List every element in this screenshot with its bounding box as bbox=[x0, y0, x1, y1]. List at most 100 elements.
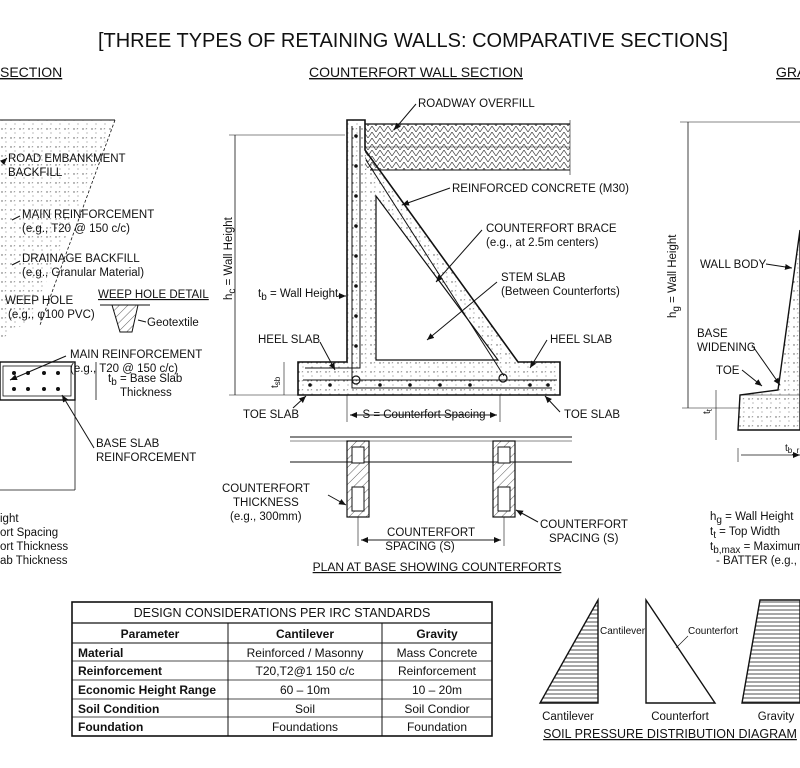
counterfort-tb-label: tb = Wall Height bbox=[258, 288, 339, 303]
pressure-inner-counterfort: Counterfort bbox=[688, 626, 738, 637]
pressure-caption-cantilever: Cantilever bbox=[542, 711, 594, 723]
drainage-backfill-eg: (e.g., Granular Material) bbox=[22, 267, 144, 279]
backfill-label: BACKFILL bbox=[8, 167, 63, 179]
table-cell: T20,T2@1 150 c/c bbox=[256, 664, 355, 678]
base-widening-label-2: WIDENING bbox=[697, 342, 756, 354]
design-table: DESIGN CONSIDERATIONS PER IRC STANDARDS … bbox=[71, 601, 493, 737]
plan-caption: PLAN AT BASE SHOWING COUNTERFORTS bbox=[313, 560, 562, 574]
pressure-inner-cantilever: Cantilever bbox=[600, 626, 646, 637]
counterfort-stem-rebar bbox=[351, 126, 552, 389]
table-row: Reinforcement T20,T2@1 150 c/c Reinforce… bbox=[78, 664, 477, 678]
table-cell: Material bbox=[78, 646, 123, 660]
pressure-caption-gravity: Gravity bbox=[758, 711, 795, 723]
counterfort-thickness-eg: (e.g., 300mm) bbox=[230, 511, 302, 523]
table-cell: Mass Concrete bbox=[397, 646, 478, 660]
pressure-diagram-title: SOIL PRESSURE DISTRIBUTION DIAGRAM bbox=[543, 727, 797, 741]
pressure-triangle-counterfort bbox=[645, 597, 717, 704]
cantilever-legend-4: ab Thickness bbox=[0, 555, 68, 567]
gravity-section-heading: GRA bbox=[776, 64, 800, 80]
roadway-overfill-label: ROADWAY OVERFILL bbox=[418, 98, 535, 110]
main-reinforcement-label-1: MAIN REINFORCEMENT bbox=[22, 209, 154, 221]
counterfort-section: hc = Wall Height tb = Wall Height tsb RO… bbox=[222, 98, 629, 574]
table-header-gravity: Gravity bbox=[416, 627, 458, 641]
cantilever-backfill-hatch bbox=[0, 120, 115, 340]
counterfort-thickness-label-2: THICKNESS bbox=[233, 497, 299, 509]
counterfort-tsb-label: tsb bbox=[270, 376, 282, 388]
weep-hole-detail-label: WEEP HOLE DETAIL bbox=[98, 289, 209, 301]
gravity-height-label: hg = Wall Height bbox=[667, 234, 682, 318]
stem-slab-eg: (Between Counterforts) bbox=[501, 286, 620, 298]
table-row: Soil Condition Soil Soil Condior bbox=[78, 702, 470, 716]
table-cell: 10 – 20m bbox=[412, 683, 462, 697]
reinforced-concrete-label: REINFORCED CONCRETE (M30) bbox=[452, 183, 629, 195]
table-cell: Foundations bbox=[272, 720, 338, 734]
table-header-cantilever: Cantilever bbox=[276, 627, 334, 641]
cantilever-section-heading: SECTION bbox=[0, 64, 62, 80]
road-embankment-label: ROAD EMBANKMENT bbox=[8, 153, 126, 165]
counterfort-spacing-right-label: COUNTERFORT bbox=[540, 519, 628, 531]
table-cell: Reinforced / Masonny bbox=[247, 646, 364, 660]
counterfort-rebar-dots bbox=[308, 134, 550, 387]
counterfort-thickness-label: COUNTERFORT bbox=[222, 483, 310, 495]
counterfort-height-label: hc = Wall Height bbox=[223, 216, 238, 300]
main-reinforcement-eg-1: (e.g., T20 @ 150 c/c) bbox=[22, 223, 130, 235]
table-cell: Economic Height Range bbox=[78, 683, 216, 697]
cantilever-legend-3: ort Thickness bbox=[0, 541, 68, 553]
base-slab-thickness-label-2: Thickness bbox=[120, 387, 172, 399]
counterfort-brace-label: COUNTERFORT BRACE bbox=[486, 223, 617, 235]
heel-slab-left-label: HEEL SLAB bbox=[258, 334, 321, 346]
weep-hole-detail bbox=[111, 304, 139, 333]
table-cell: Foundation bbox=[407, 720, 467, 734]
table-row: Foundation Foundations Foundation bbox=[78, 720, 467, 734]
counterfort-spacing-right-label-2: SPACING (S) bbox=[549, 533, 619, 545]
counterfort-section-heading: COUNTERFORT WALL SECTION bbox=[309, 64, 523, 80]
table-cell: Foundation bbox=[78, 720, 143, 734]
main-reinforcement-label-2: MAIN REINFORCEMENT bbox=[70, 349, 202, 361]
weep-hole-eg: (e.g., φ100 PVC) bbox=[8, 309, 95, 321]
table-cell: Soil Condior bbox=[404, 702, 469, 716]
counterfort-concrete-outline bbox=[297, 119, 561, 396]
counterfort-spacing-label: S = Counterfort Spacing bbox=[362, 409, 485, 421]
main-reinforcement-eg-2: (e.g., T20 @ 150 c/c) bbox=[70, 363, 178, 375]
toe-slab-right-label: TOE SLAB bbox=[564, 409, 620, 421]
geotextile-label: Geotextile bbox=[147, 317, 199, 329]
counterfort-inner-void bbox=[375, 194, 500, 361]
table-cell: 60 – 10m bbox=[280, 683, 330, 697]
gravity-legend-1: hg = Wall Height bbox=[710, 511, 794, 526]
table-cell: Reinforcement bbox=[398, 664, 477, 678]
gravity-legend-2: tt = Top Width bbox=[710, 526, 780, 541]
weep-hole-label: WEEP HOLE bbox=[5, 295, 73, 307]
table-row: Material Reinforced / Masonny Mass Concr… bbox=[78, 646, 478, 660]
base-slab-reinforcement-label: BASE SLAB bbox=[96, 438, 160, 450]
drainage-backfill-label: DRAINAGE BACKFILL bbox=[22, 253, 140, 265]
gravity-legend-3: tb,max = Maximum B bbox=[710, 541, 800, 556]
pressure-triangle-cantilever bbox=[538, 597, 599, 704]
table-row: Economic Height Range 60 – 10m 10 – 20m bbox=[78, 683, 462, 697]
table-cell: Soil Condition bbox=[78, 702, 159, 716]
table-header-parameter: Parameter bbox=[121, 627, 180, 641]
table-cell: Soil bbox=[295, 702, 315, 716]
gravity-wall-body bbox=[737, 229, 800, 431]
gravity-section: hg = Wall Height WALL BODY BASE WIDENING… bbox=[667, 121, 800, 567]
cantilever-legend-1: ight bbox=[0, 513, 19, 525]
pressure-caption-counterfort: Counterfort bbox=[651, 711, 709, 723]
counterfort-spacing-plan-label-2: SPACING (S) bbox=[385, 541, 455, 553]
cantilever-legend-2: ort Spacing bbox=[0, 527, 58, 539]
gravity-tt-label: tt bbox=[702, 408, 714, 414]
sheet-title: [THREE TYPES OF RETAINING WALLS: COMPARA… bbox=[98, 30, 728, 52]
counterfort-plan: COUNTERFORT THICKNESS (e.g., 300mm) COUN… bbox=[222, 436, 628, 574]
toe-label: TOE bbox=[716, 365, 740, 377]
counterfort-brace-eg: (e.g., at 2.5m centers) bbox=[486, 237, 599, 249]
base-widening-label: BASE bbox=[697, 328, 728, 340]
gravity-legend-4: - BATTER (e.g., 1V bbox=[716, 555, 800, 567]
base-slab-thickness-label: tb = Base Slab bbox=[108, 373, 182, 388]
wall-body-label: WALL BODY bbox=[700, 259, 767, 271]
table-cell: Reinforcement bbox=[78, 664, 162, 678]
base-slab-reinforcement-label-2: REINFORCEMENT bbox=[96, 452, 196, 464]
counterfort-spacing-plan-label: COUNTERFORT bbox=[387, 527, 475, 539]
toe-slab-left-label: TOE SLAB bbox=[243, 409, 299, 421]
heel-slab-right-label: HEEL SLAB bbox=[550, 334, 613, 346]
cantilever-rebar-dots bbox=[12, 371, 60, 391]
cantilever-section: ROAD EMBANKMENT BACKFILL MAIN REINFORCEM… bbox=[0, 119, 209, 567]
